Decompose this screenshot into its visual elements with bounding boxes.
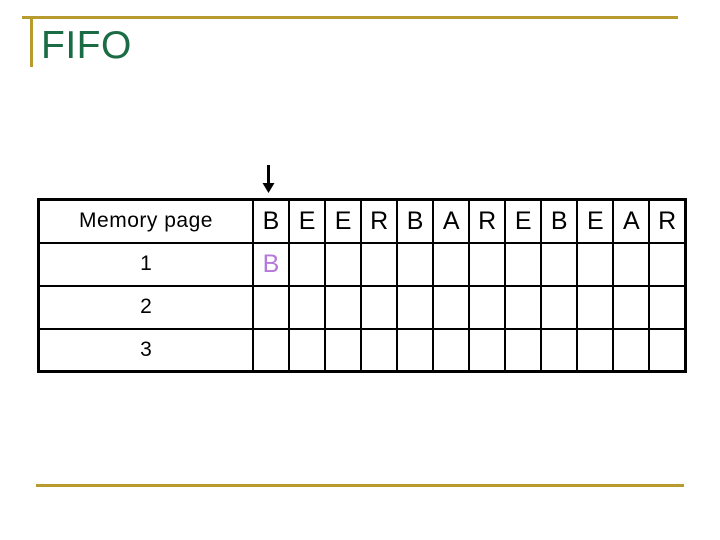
reference-letter: R (468, 198, 507, 244)
frame-cell (288, 284, 327, 330)
frame-cell (396, 284, 435, 330)
frame-cell (251, 327, 291, 373)
frame-cell (648, 327, 687, 373)
slide-title: FIFO (41, 24, 132, 67)
frame-cell (324, 241, 363, 287)
reference-letter: E (504, 198, 543, 244)
frame-cell (540, 241, 579, 287)
down-arrow-icon (262, 165, 275, 193)
frame-cell (360, 284, 399, 330)
top-accent-rule (22, 16, 678, 19)
frame-cell (360, 241, 399, 287)
reference-letter: A (612, 198, 651, 244)
frame-cell (576, 284, 615, 330)
reference-letter: R (648, 198, 687, 244)
frame-cell (504, 327, 543, 373)
frame-cell (251, 284, 291, 330)
frame-row-label: 3 (37, 327, 254, 373)
table-row: 2 (37, 284, 687, 330)
frame-cell (612, 327, 651, 373)
table-row: 3 (37, 327, 687, 373)
frame-cell (288, 327, 327, 373)
frame-row-label: 2 (37, 284, 254, 330)
frame-cell (288, 241, 327, 287)
frame-cell: B (251, 241, 291, 287)
frame-cell (432, 284, 471, 330)
reference-letter: R (360, 198, 399, 244)
frame-cell (432, 241, 471, 287)
frame-row-label: 1 (37, 241, 254, 287)
frame-cell (468, 284, 507, 330)
memory-page-header: Memory page (37, 198, 254, 244)
reference-letter: E (324, 198, 363, 244)
frame-cell (396, 241, 435, 287)
reference-letter: B (251, 198, 291, 244)
frame-cell (540, 327, 579, 373)
frame-cell (360, 327, 399, 373)
frame-cell (576, 241, 615, 287)
frame-cell (396, 327, 435, 373)
title-accent-bar (30, 16, 33, 67)
frame-cell (504, 241, 543, 287)
frame-cell (612, 241, 651, 287)
reference-letter: E (288, 198, 327, 244)
frame-cell (648, 284, 687, 330)
reference-letter: B (396, 198, 435, 244)
frame-cell (576, 327, 615, 373)
bottom-accent-rule (36, 484, 684, 487)
frame-cell (432, 327, 471, 373)
frame-cell (468, 241, 507, 287)
frame-cell (468, 327, 507, 373)
reference-letter: A (432, 198, 471, 244)
frame-cell (504, 284, 543, 330)
frame-cell (324, 327, 363, 373)
reference-letter: B (540, 198, 579, 244)
reference-letter: E (576, 198, 615, 244)
frame-cell (612, 284, 651, 330)
frame-cell (324, 284, 363, 330)
frame-cell (648, 241, 687, 287)
frame-cell (540, 284, 579, 330)
